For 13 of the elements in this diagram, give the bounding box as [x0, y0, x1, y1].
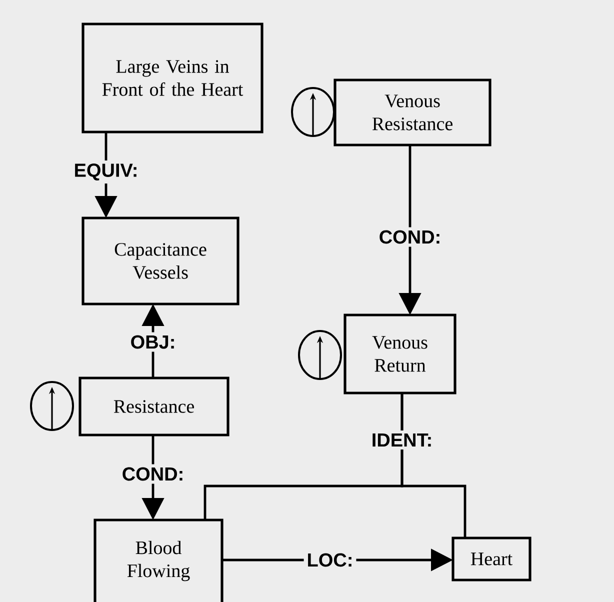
edge-label: OBJ:: [127, 332, 179, 352]
edge-label: COND:: [376, 227, 444, 247]
concept-box: Venous Return: [344, 314, 456, 394]
edge-label: LOC:: [304, 550, 356, 570]
concept-box: Large Veins in Front of the Heart: [82, 22, 264, 134]
concept-box: Capacitance Vessels: [82, 216, 240, 306]
concept-box: Venous Resistance: [334, 78, 492, 146]
concept-box: Blood Flowing: [94, 518, 224, 602]
edge-label: COND:: [118, 464, 188, 484]
concept-box: Heart: [452, 536, 532, 582]
edge-label: EQUIV:: [70, 160, 142, 184]
concept-box: Resistance: [78, 376, 230, 436]
edge-label: IDENT:: [368, 430, 436, 450]
